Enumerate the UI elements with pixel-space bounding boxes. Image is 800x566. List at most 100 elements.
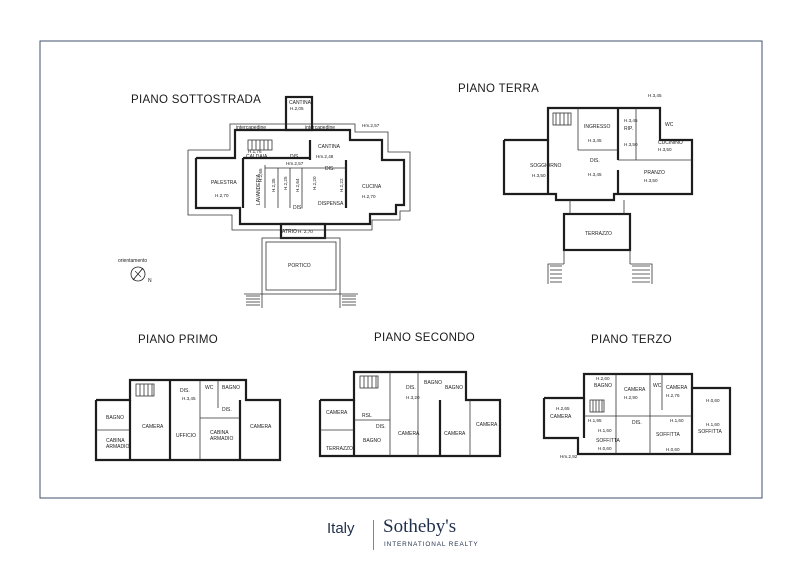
brand-divider [373,520,374,550]
label-cabina: CABINA [210,430,229,436]
label-height: H.2,76 [666,393,680,398]
label-dis: DIS. [406,385,416,391]
label-bagno: BAGNO [363,438,381,444]
wall-perimeter-primo [94,378,282,462]
plan-title-secondo: PIANO SECONDO [374,332,475,344]
label-camera: CAMERA [444,431,466,437]
label-height: H.2,05 [290,106,304,111]
label-camera: CAMERA [398,431,420,437]
label-dis: DIS. [376,424,386,430]
label-cucinino: CUCININO [658,140,683,146]
portico-inner [265,241,337,291]
label-bagno: BAGNO [106,415,124,421]
label-height: H.3,45 [648,93,662,98]
label-bagno: BAGNO [594,383,612,389]
label-lavanderia: LAVANDERIA [256,173,262,205]
stairs-icon [552,112,572,126]
room-portico [261,237,341,295]
label-height: H.2,35 [271,178,276,192]
label-height: H.0,60 [598,446,612,451]
label-height: H.1,60 [598,428,612,433]
label-height: Hm.2,57 [362,123,380,128]
stairs-icon [547,250,653,284]
label-cabina: CABINA [106,438,125,444]
label-intercapedine: intercapedine [305,125,335,131]
plan-secondo: PIANO SECONDO DIS. H.3,20 BAGNO BAGNO CA… [318,332,502,458]
label-height: H.3,20 [406,395,420,400]
label-terrazzo: TERRAZZO [585,231,612,237]
label-soffitta: SOFFITTA [656,432,680,438]
label-height: H.3,45 [182,396,196,401]
label-portico: PORTICO [288,263,311,269]
sheet-frame [39,40,763,499]
label-orientamento: orientamento [118,258,147,264]
label-soggiorno: SOGGIORNO [530,163,562,169]
label-height: Hm.2,57 [286,161,304,166]
brand-logo: Sotheby's [383,516,457,537]
label-height: H.2,65 [556,406,570,411]
label-height: H.3,50 [532,173,546,178]
wall-perimeter-secondo [318,370,502,458]
label-dis: DIS. [590,158,600,164]
label-ufficio: UFFICIO [176,433,196,439]
label-atrio: ATRIO [282,229,297,235]
label-camera: CAMERA [326,410,348,416]
label-cucina: CUCINA [362,184,382,190]
wall-perimeter-terzo [542,372,732,456]
label-dis: DIS. [290,154,300,160]
label-palestra: PALESTRA [211,180,237,186]
label-height: H.1,60 [670,418,684,423]
label-intercapedine: intercapedine [236,125,266,131]
plan-title-terra: PIANO TERRA [458,83,539,95]
label-bagno: BAGNO [424,380,442,386]
label-armadio: ARMADIO [106,444,129,450]
label-wc: WC [205,385,214,391]
label-camera: CAMERA [476,422,498,428]
label-height: H.1,95 [588,418,602,423]
plan-title-terzo: PIANO TERZO [591,334,672,346]
label-height: H.2,22 [339,178,344,192]
label-height: H.2,65 [258,168,263,182]
label-dis: DIS. [293,205,303,211]
label-height: H.1,76 [248,149,262,154]
label-cantina-top: CANTINA [289,100,312,106]
stairs-icon [247,139,273,151]
label-dis: DIS. [180,388,190,394]
label-height: H.2,20 [312,176,317,190]
plan-sottostrada: PIANO SOTTOSTRADA CANTINA H.2,05 interca… [118,94,411,308]
label-height: H.2,90 [624,395,638,400]
label-dis: DIS. [325,166,335,172]
stairs-icon [244,293,358,308]
label-height: H.3,50 [658,147,672,152]
label-bagno: BAGNO [445,385,463,391]
room-terrazzo [562,212,632,252]
label-height: H.2,60 [596,376,610,381]
plan-title-sottostrada: PIANO SOTTOSTRADA [131,94,261,106]
label-height: H.2,70 [215,193,229,198]
label-height: H.3,50 [624,142,638,147]
stairs-icon [359,375,379,389]
label-height: H.0,60 [666,447,680,452]
label-camera: CAMERA [666,385,688,391]
label-height: H.3,45 [588,172,602,177]
label-height: H.1,60 [706,422,720,427]
label-height: H.2,64 [295,178,300,192]
label-camera: CAMERA [624,387,646,393]
plan-terra: PIANO TERRA H.3,45 INGRESSO H.3,45 RIP. … [458,83,694,284]
label-height: H.0,60 [706,398,720,403]
label-bagno: BAGNO [222,385,240,391]
label-north: N [148,278,152,284]
label-wc: WC [665,122,674,128]
label-height: Hm.2,48 [316,154,334,159]
north-arrow-icon [130,266,146,282]
label-height: H.3,45 [588,138,602,143]
wall-perimeter-terra [502,106,694,202]
intercapedine-outline [187,123,411,231]
label-terrazzo: TERRAZZO [326,446,353,452]
label-height: H.3,50 [644,178,658,183]
label-pranzo: PRANZO [644,170,665,176]
label-rsl: RSL [362,413,372,419]
label-height: Hm.2,92 [560,454,578,459]
label-camera: CAMERA [250,424,272,430]
